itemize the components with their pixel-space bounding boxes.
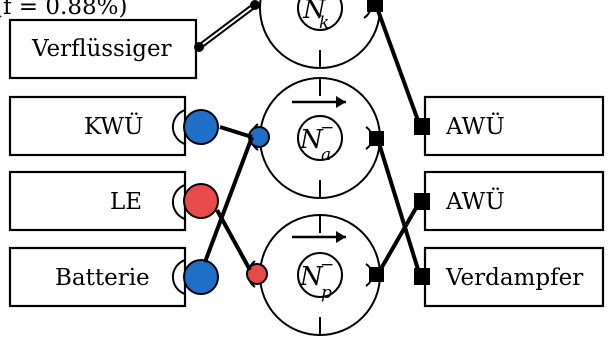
valve-nk: N k [259,0,383,69]
link-na-verdampfer [376,139,422,277]
link-nk-awue1 [374,4,422,127]
link-kwue-na [219,125,253,139]
component-awue-2: AWÜ [414,170,605,232]
batterie-box [8,246,187,308]
valve-na-sup: − [320,118,334,138]
verfluessiger-box [8,18,198,80]
component-batterie: Batterie [8,246,219,308]
valve-na: N a − [248,77,384,199]
valve-nk-sub: k [319,13,329,33]
valve-np-port [246,263,268,285]
verdampfer-label: Verdampfer [445,265,583,291]
valve-np-core [297,252,343,298]
valve-nk-core [297,0,343,31]
le-box [8,170,187,232]
awue-1-label: AWÜ [445,113,505,140]
batterie-port [183,259,219,295]
awue-1-box [423,95,605,157]
component-kwue: KWÜ [8,95,219,157]
verdampfer-box [423,246,605,308]
batterie-label: Batterie [55,265,150,291]
top-annotation: (f = 0.88%) [0,0,127,20]
le-port [183,183,219,219]
kwue-port [183,109,219,145]
valve-np-sup: − [320,255,334,275]
valve-np-sub: p [321,283,332,303]
awue-2-label: AWÜ [445,188,505,215]
awue-2-box [423,170,605,232]
le-label: LE [110,189,142,215]
component-awue-1: AWÜ [414,95,605,157]
component-verdampfer: Verdampfer [414,246,605,308]
link-np-awue2 [376,200,422,275]
component-verfluessiger: Verflüssiger [8,18,198,80]
kwue-box [8,95,187,157]
link-na-batterie [203,136,254,263]
valve-na-symbol: N [299,125,324,155]
link-verfluessiger-nk [194,0,260,52]
valve-np: N p − [246,214,384,336]
valve-na-sub: a [321,145,331,165]
link-le-np [215,209,252,271]
kwue-label: KWÜ [84,113,143,140]
valve-nk-symbol: N [302,0,327,25]
verfluessiger-label: Verflüssiger [31,36,172,62]
kwue-socket [171,109,186,145]
valve-np-symbol: N [299,262,324,292]
valve-na-core [297,115,343,161]
component-le: LE [8,170,219,232]
le-socket [171,184,186,220]
valve-na-right-port [369,131,384,146]
batterie-socket [171,259,186,295]
